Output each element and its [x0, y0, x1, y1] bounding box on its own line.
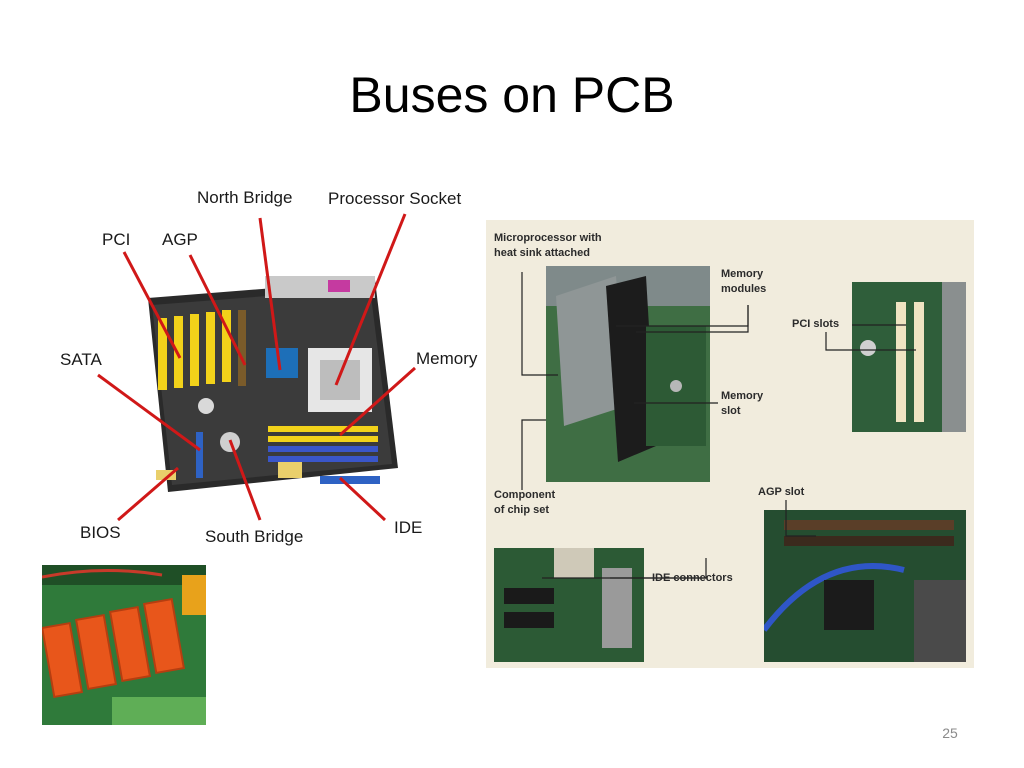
north-bridge-chip — [266, 348, 298, 378]
motherboard-image — [97, 213, 416, 522]
agp-slot — [238, 310, 246, 386]
ide-connectors-photo — [494, 548, 644, 662]
label-microprocessor-line1: Microprocessor with — [494, 232, 602, 244]
label-south-bridge: South Bridge — [205, 527, 304, 546]
label-ide-connectors: IDE connectors — [652, 572, 733, 584]
label-processor-socket: Processor Socket — [328, 189, 462, 208]
label-lines — [97, 213, 416, 522]
label-component-line1: Component — [494, 489, 556, 501]
label-pci: PCI — [102, 230, 131, 249]
label-component-chip-set: Component of chip set — [494, 488, 555, 518]
label-microprocessor-line2: heat sink attached — [494, 247, 590, 259]
label-agp-slot: AGP slot — [758, 486, 805, 498]
label-north-bridge: North Bridge — [197, 188, 293, 207]
slide-title: Buses on PCB — [349, 67, 675, 123]
label-sata: SATA — [60, 350, 102, 369]
label-microprocessor: Microprocessor with heat sink attached — [494, 231, 602, 261]
cpu-memory-photo — [546, 266, 710, 482]
label-agp: AGP — [162, 230, 198, 249]
sata-connectors-photo — [40, 565, 206, 725]
label-memory-slot: Memory slot — [721, 389, 763, 419]
label-memory-modules-line2: modules — [721, 283, 767, 295]
motherboard-photo-panel: Microprocessor with heat sink attached M… — [486, 220, 974, 668]
label-component-line2: of chip set — [494, 504, 550, 516]
label-bios: BIOS — [80, 523, 121, 542]
label-memory-slot-line1: Memory — [721, 390, 764, 402]
agp-slot-photo — [764, 510, 966, 662]
panel-pointer-lines — [521, 272, 916, 579]
label-memory-slot-line2: slot — [721, 405, 741, 417]
label-memory: Memory — [416, 349, 478, 368]
memory-slots — [268, 426, 378, 462]
label-pci-slots: PCI slots — [792, 318, 840, 330]
label-memory-modules-line1: Memory — [721, 268, 764, 280]
motherboard-diagram: North Bridge Processor Socket PCI AGP SA… — [40, 180, 490, 560]
label-ide: IDE — [394, 518, 423, 537]
page-number: 25 — [942, 725, 958, 741]
label-memory-modules: Memory modules — [721, 267, 766, 297]
pci-slots-photo — [852, 282, 966, 432]
